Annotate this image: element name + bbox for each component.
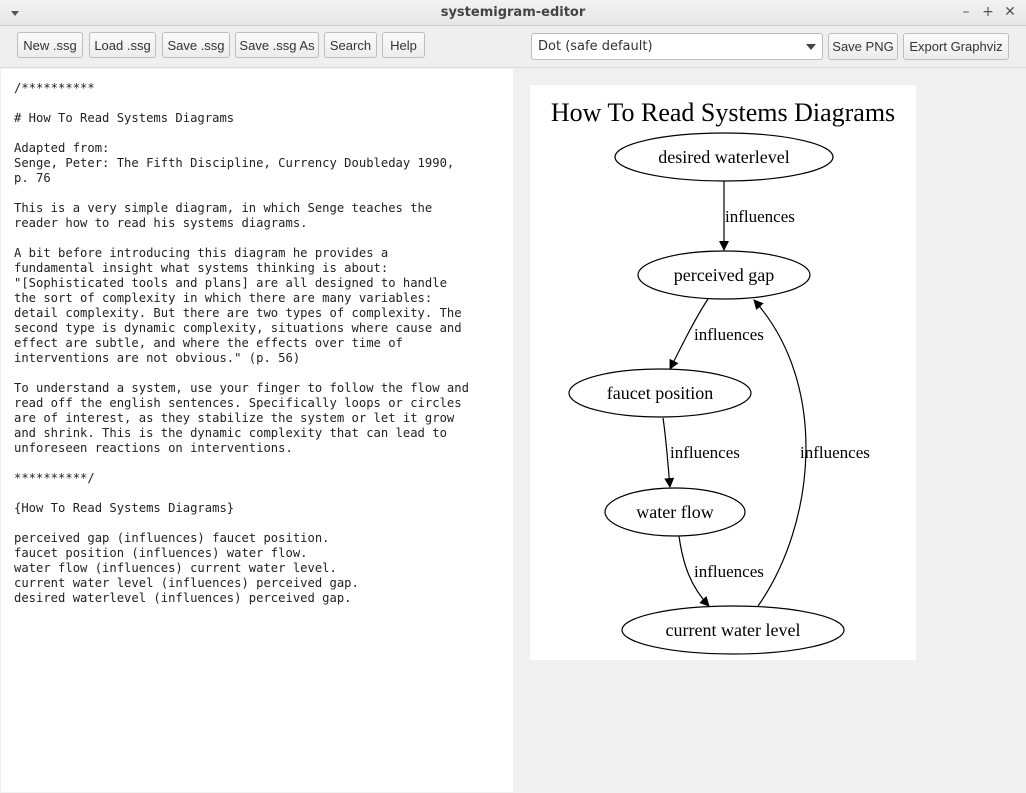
toolbar: New .ssg Load .ssg Save .ssg Save .ssg A… [0,26,1026,68]
editor-text[interactable]: /********** # How To Read Systems Diagra… [14,81,469,605]
title-bar: systemigram-editor – + ✕ [0,0,1026,26]
save-ssg-as-button[interactable]: Save .ssg As [235,32,319,58]
node-faucet-position: faucet position [568,368,752,418]
node-water-flow: water flow [604,487,746,537]
help-button[interactable]: Help [382,32,425,58]
diagram-preview: How To Read Systems Diagrams influences … [514,69,1025,792]
window-title: systemigram-editor [440,5,586,20]
edge-level-gap [753,299,807,607]
diagram-title: How To Read Systems Diagrams [551,98,895,127]
dropdown-arrow-icon [806,44,816,50]
maximize-button[interactable]: + [980,4,996,20]
edge-flow-level [678,535,710,607]
save-png-button[interactable]: Save PNG [828,33,898,60]
save-ssg-button[interactable]: Save .ssg [162,32,230,58]
node-desired-waterlevel: desired waterlevel [614,132,834,182]
window-menu-button[interactable] [8,6,22,20]
node-label-faucet: faucet position [607,383,713,403]
edge-label-desired-gap: influences [725,207,795,226]
new-ssg-button[interactable]: New .ssg [17,32,83,58]
close-icon: ✕ [1004,4,1016,20]
edge-label-flow-level: influences [694,562,764,581]
node-perceived-gap: perceived gap [637,250,811,300]
minimize-button[interactable]: – [958,4,974,20]
edge-label-faucet-flow: influences [670,443,740,462]
diagram-canvas: How To Read Systems Diagrams influences … [530,85,916,660]
load-ssg-button[interactable]: Load .ssg [89,32,156,58]
search-button[interactable]: Search [324,32,377,58]
source-editor[interactable]: /********** # How To Read Systems Diagra… [1,69,513,792]
edge-label-gap-faucet: influences [694,325,764,344]
maximize-icon: + [982,4,994,20]
edge-gap-faucet [669,298,709,370]
minimize-icon: – [962,4,970,20]
layout-engine-select[interactable]: Dot (safe default) [531,33,823,60]
export-graphviz-button[interactable]: Export Graphviz [903,33,1009,60]
edge-label-level-gap: influences [800,443,870,462]
node-label-level: current water level [666,620,801,640]
close-button[interactable]: ✕ [1002,4,1018,20]
node-label-flow: water flow [636,502,713,522]
chevron-down-icon [11,10,19,16]
node-label-desired: desired waterlevel [658,147,789,167]
node-label-gap: perceived gap [674,265,774,285]
edge-faucet-flow [662,417,675,488]
layout-engine-value: Dot (safe default) [538,39,653,54]
node-current-water-level: current water level [621,605,845,655]
diagram-svg: How To Read Systems Diagrams influences … [551,98,895,655]
